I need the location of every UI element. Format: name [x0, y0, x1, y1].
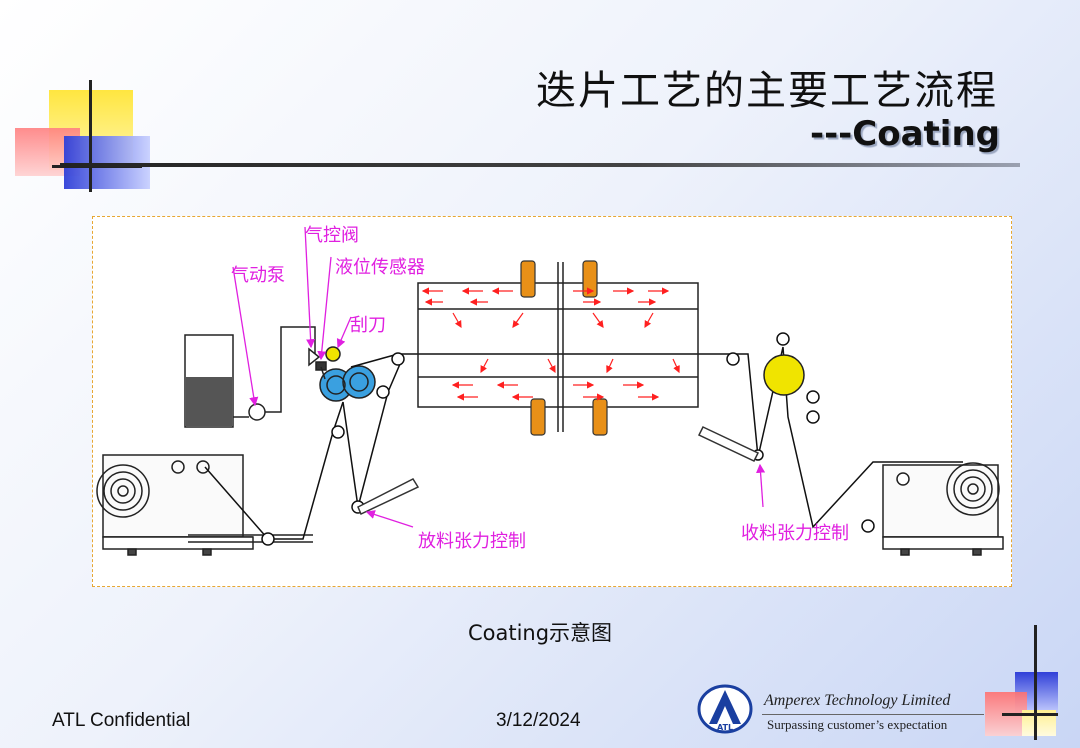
label-air-pump: 气动泵 [231, 265, 285, 286]
air-pump [233, 326, 316, 421]
label-unwind-tension: 放料张力控制 [418, 531, 526, 552]
company-name: Amperex Technology Limited [764, 692, 951, 709]
coating-head [308, 346, 376, 402]
slide-title: 迭片工艺的主要工艺流程 [536, 68, 998, 114]
drying-oven [417, 262, 699, 432]
company-slogan: Surpassing customer’s expectation [767, 717, 948, 732]
company-rule [762, 714, 984, 715]
label-rewind-tension: 收料张力控制 [741, 523, 849, 544]
title-rule [60, 163, 1020, 167]
label-level-sensor: 液位传感器 [335, 257, 425, 278]
logo-text: ATL [717, 723, 733, 732]
coating-diagram-svg: 气动泵 气控阀 液位传感器 刮刀 放料张力控制 收料张力控制 [96, 225, 1004, 556]
rewind-machine [763, 354, 1004, 556]
footer-date: 3/12/2024 [496, 710, 581, 731]
slurry-tank [184, 334, 234, 428]
label-scraper: 刮刀 [350, 315, 386, 336]
airflow-arrows [421, 287, 680, 401]
slide-subtitle: ---Coating [809, 114, 1000, 154]
heater-cylinders [520, 260, 608, 436]
callout-lines [232, 226, 766, 528]
coating-diagram: 气动泵 气控阀 液位传感器 刮刀 放料张力控制 收料张力控制 [92, 216, 1012, 587]
atl-logo: ATL [697, 684, 753, 738]
label-air-valve: 气控阀 [305, 225, 359, 246]
unwind-machine [96, 454, 313, 556]
diagram-caption: Coating示意图 [467, 621, 613, 645]
tension-arms [357, 426, 760, 516]
footer-confidential: ATL Confidential [52, 710, 191, 731]
